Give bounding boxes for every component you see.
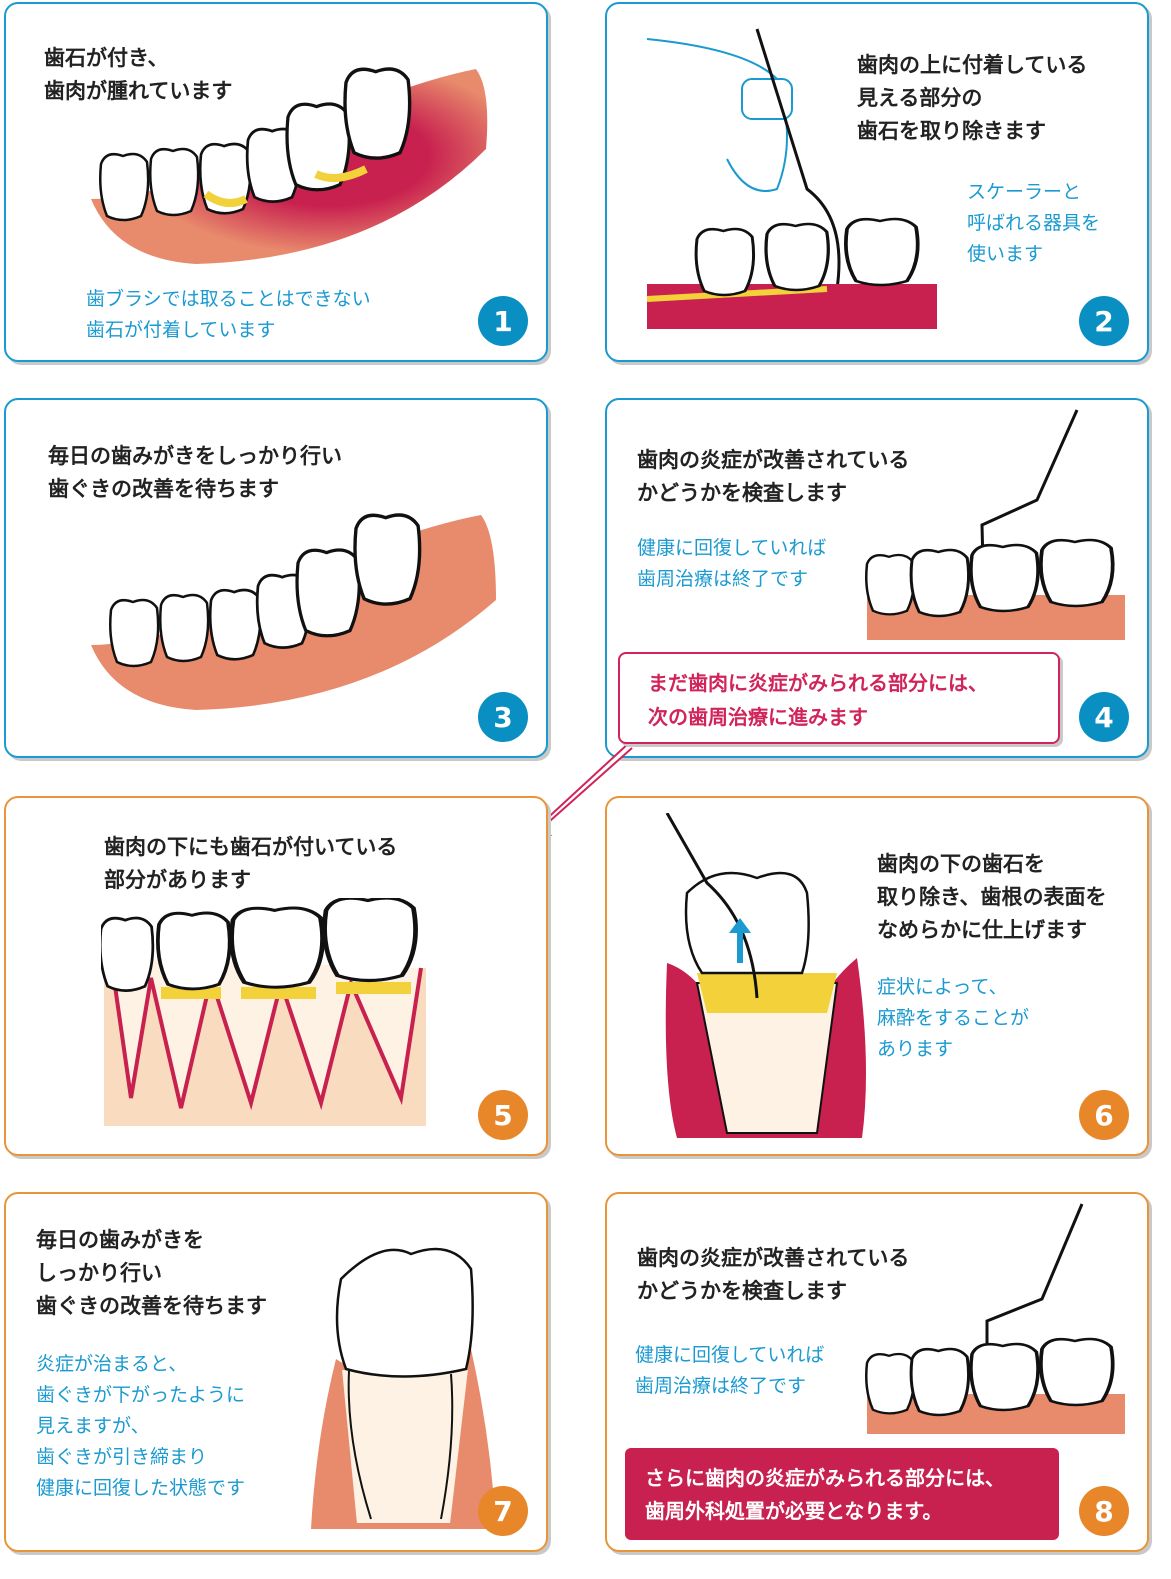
- step-2-panel: 歯肉の上に付着している 見える部分の 歯石を取り除きます スケーラーと 呼ばれる…: [605, 2, 1149, 362]
- step-8-title: 歯肉の炎症が改善されている かどうかを検査します: [637, 1246, 910, 1303]
- step-5-title: 歯肉の下にも歯石が付いている 部分があります: [104, 835, 398, 892]
- step-5-panel: 歯肉の下にも歯石が付いている 部分があります 5: [4, 796, 548, 1156]
- step-7-panel: 毎日の歯みがきを しっかり行い 歯ぐきの改善を待ちます 炎症が治まると、 歯ぐき…: [4, 1192, 548, 1552]
- step-6-title: 歯肉の下の歯石を 取り除き、歯根の表面を なめらかに仕上げます: [877, 852, 1107, 942]
- subgingival-tartar-illustration: [101, 898, 426, 1126]
- step-7-title: 毎日の歯みがきを しっかり行い 歯ぐきの改善を待ちます: [36, 1228, 267, 1318]
- step-badge: 2: [1079, 296, 1129, 346]
- step-1-title: 歯石が付き、 歯肉が腫れています: [44, 46, 233, 103]
- step-badge: 7: [478, 1486, 528, 1536]
- step-2-title: 歯肉の上に付着している 見える部分の 歯石を取り除きます: [857, 53, 1088, 143]
- root-planing-illustration: [665, 813, 866, 1138]
- step-badge: 5: [478, 1090, 528, 1140]
- step-8-callout: さらに歯肉の炎症がみられる部分には、 歯周外科処置が必要となります。: [625, 1448, 1059, 1540]
- probe-inspection-illustration: [865, 1203, 1125, 1434]
- scaler-cleaning-illustration: [646, 28, 937, 329]
- step-4-callout: まだ歯肉に炎症がみられる部分には、 次の歯周治療に進みます: [618, 652, 1060, 744]
- probe-inspection-illustration: [865, 409, 1125, 640]
- step-7-note: 炎症が治まると、 歯ぐきが下がったように 見えますが、 歯ぐきが引き締まり 健康…: [36, 1353, 246, 1499]
- step-badge: 1: [478, 296, 528, 346]
- step-badge: 6: [1079, 1090, 1129, 1140]
- step-3-panel: 毎日の歯みがきをしっかり行い 歯ぐきの改善を待ちます 3: [4, 398, 548, 758]
- step-1-note: 歯ブラシでは取ることはできない 歯石が付着しています: [86, 288, 371, 341]
- healthy-gum-illustration: [91, 513, 496, 710]
- step-6-panel: 歯肉の下の歯石を 取り除き、歯根の表面を なめらかに仕上げます 症状によって、 …: [605, 796, 1149, 1156]
- step-badge: 4: [1079, 692, 1129, 742]
- recovered-tooth-illustration: [311, 1247, 496, 1529]
- step-6-note: 症状によって、 麻酔をすることが あります: [877, 976, 1030, 1060]
- step-2-note: スケーラーと 呼ばれる器具を 使います: [967, 181, 1101, 265]
- step-4-note: 健康に回復していれば 歯周治療は終了です: [637, 537, 827, 590]
- step-8-note: 健康に回復していれば 歯周治療は終了です: [635, 1344, 825, 1397]
- step-3-title: 毎日の歯みがきをしっかり行い 歯ぐきの改善を待ちます: [48, 444, 342, 501]
- step-badge: 8: [1079, 1486, 1129, 1536]
- step-4-title: 歯肉の炎症が改善されている かどうかを検査します: [637, 448, 910, 505]
- step-badge: 3: [478, 692, 528, 742]
- step-1-panel: 歯石が付き、 歯肉が腫れています 歯ブラシでは取ることはできない 歯石が付着して…: [4, 2, 548, 362]
- swollen-gum-illustration: [91, 67, 488, 264]
